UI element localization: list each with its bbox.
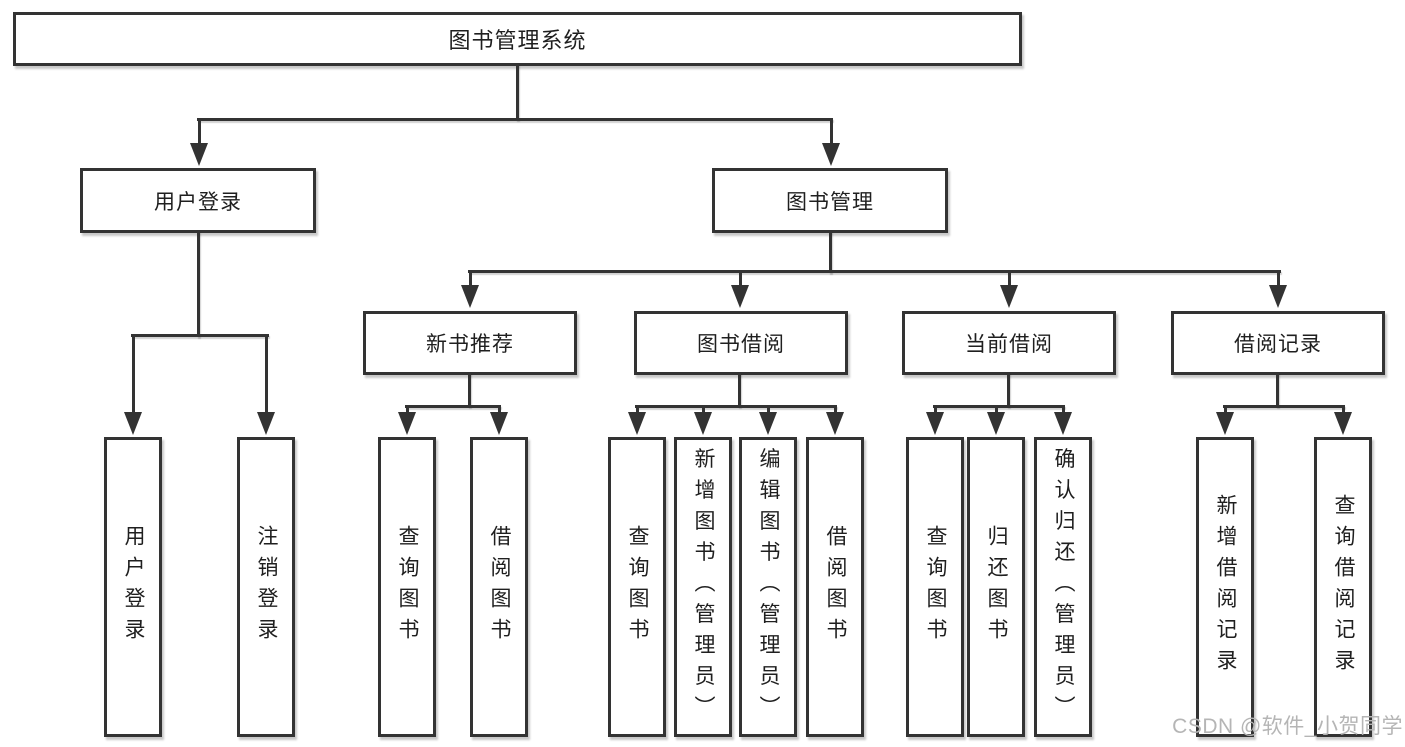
watermark-text: CSDN @软件_小贺同学 <box>1172 715 1403 738</box>
node-borrow-record: 借阅记录 <box>1171 311 1385 375</box>
leaf-label: 新增借阅记录 <box>1214 494 1237 680</box>
leaf-label: 借阅图书 <box>824 525 847 649</box>
arrow-to-cur-return-books <box>994 405 998 413</box>
connector-current-bus <box>933 405 1065 408</box>
connector-record-stub <box>1276 372 1279 407</box>
connector-recommend-stub <box>468 372 471 407</box>
connector-user-login-stub <box>197 231 200 337</box>
arrow-to-user-login-leaf <box>131 334 135 413</box>
node-bor-edit-books: 编辑图书（管理员） <box>739 437 797 737</box>
node-log-query-record: 查询借阅记录 <box>1314 437 1372 737</box>
leaf-label: 查询图书 <box>396 525 419 649</box>
arrow-to-log-query-record <box>1341 405 1345 413</box>
node-library-management-system: 图书管理系统 <box>13 12 1022 66</box>
connector-user-login-bus <box>131 334 269 337</box>
leaf-label: 用户登录 <box>122 525 145 649</box>
leaf-label: 归还图书 <box>985 525 1008 649</box>
connector-recommend-bus <box>405 405 501 408</box>
connector-level2-bus <box>197 118 833 121</box>
node-book-management: 图书管理 <box>712 168 948 233</box>
leaf-label: 确认归还（管理员） <box>1052 447 1075 727</box>
connector-borrow-bus <box>635 405 837 408</box>
leaf-label: 编辑图书（管理员） <box>757 447 780 727</box>
node-bor-borrow-books: 借阅图书 <box>806 437 864 737</box>
leaf-label: 新增图书（管理员） <box>692 447 715 727</box>
connector-borrow-stub <box>738 372 741 407</box>
node-cur-return-books: 归还图书 <box>967 437 1025 737</box>
node-log-add-record: 新增借阅记录 <box>1196 437 1254 737</box>
node-cur-confirm-return: 确认归还（管理员） <box>1034 437 1092 737</box>
leaf-label: 借阅图书 <box>488 525 511 649</box>
arrow-to-user-login <box>197 118 201 144</box>
arrow-to-bor-borrow-books <box>833 405 837 413</box>
connector-root-stub <box>516 64 519 120</box>
node-bor-add-books: 新增图书（管理员） <box>674 437 732 737</box>
arrow-to-bor-add-books <box>701 405 705 413</box>
arrow-to-new-book-recommend <box>468 270 472 286</box>
node-rec-query-books: 查询图书 <box>378 437 436 737</box>
connector-record-bus <box>1223 405 1345 408</box>
node-logout-leaf: 注销登录 <box>237 437 295 737</box>
arrow-to-log-add-record <box>1223 405 1227 413</box>
connector-book-management-stub <box>829 231 832 273</box>
connector-current-stub <box>1007 372 1010 407</box>
arrow-to-cur-query-books <box>933 405 937 413</box>
leaf-label: 查询图书 <box>626 525 649 649</box>
arrow-to-rec-query-books <box>405 405 409 413</box>
node-user-login-leaf: 用户登录 <box>104 437 162 737</box>
node-user-login: 用户登录 <box>80 168 316 233</box>
node-cur-query-books: 查询图书 <box>906 437 964 737</box>
leaf-label: 查询图书 <box>924 525 947 649</box>
arrow-to-book-management <box>829 118 833 144</box>
node-current-borrow: 当前借阅 <box>902 311 1116 375</box>
arrow-to-bor-query-books <box>635 405 639 413</box>
node-rec-borrow-books: 借阅图书 <box>470 437 528 737</box>
arrow-to-cur-confirm-return <box>1061 405 1065 413</box>
arrow-to-borrow-record <box>1276 270 1280 286</box>
node-bor-query-books: 查询图书 <box>608 437 666 737</box>
arrow-to-bor-edit-books <box>766 405 770 413</box>
node-new-book-recommend: 新书推荐 <box>363 311 577 375</box>
leaf-label: 查询借阅记录 <box>1332 494 1355 680</box>
arrow-to-book-borrow <box>738 270 742 286</box>
leaf-label: 注销登录 <box>255 525 278 649</box>
arrow-to-current-borrow <box>1007 270 1011 286</box>
arrow-to-logout-leaf <box>264 334 268 413</box>
arrow-to-rec-borrow-books <box>497 405 501 413</box>
connector-level3-bus <box>468 270 1281 273</box>
node-book-borrow: 图书借阅 <box>634 311 848 375</box>
